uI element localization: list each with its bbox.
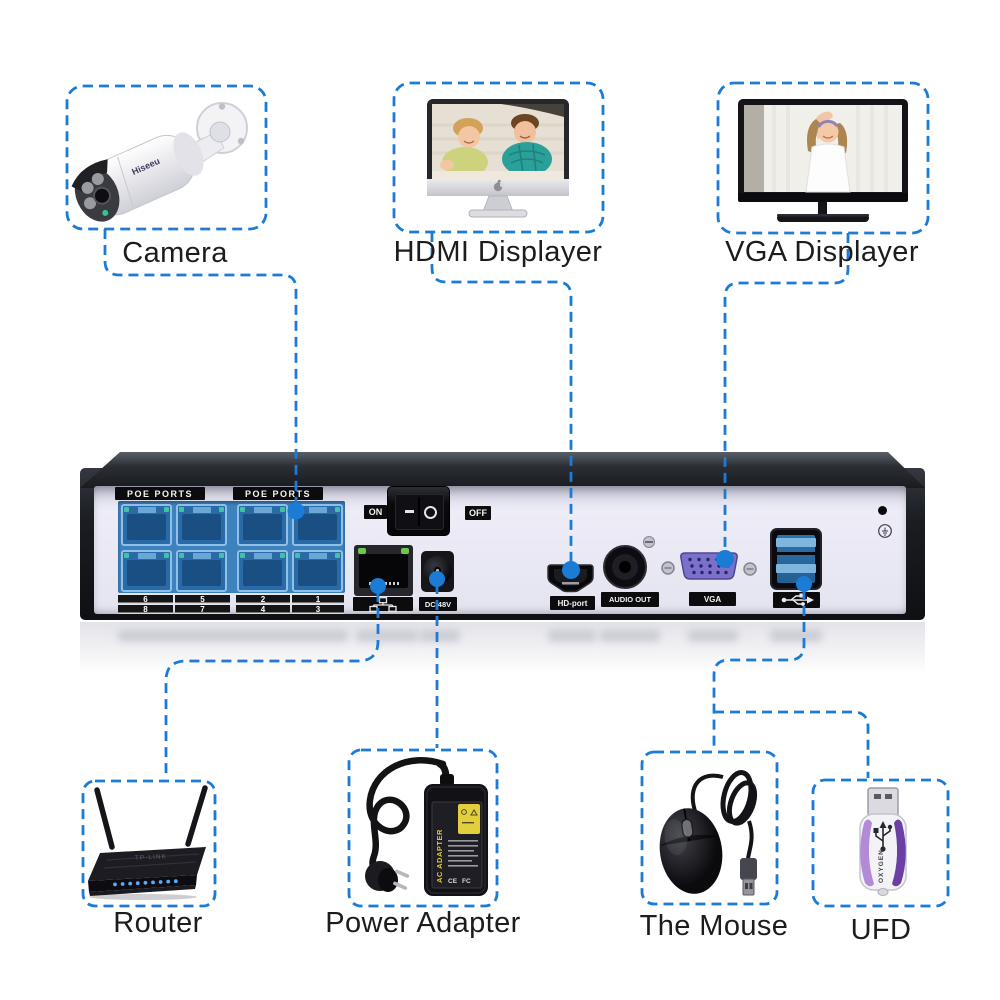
usb-icon xyxy=(781,593,814,606)
camera-label: Camera xyxy=(122,237,228,269)
poe-port-number: 7 xyxy=(175,605,230,614)
nvr-rear-panel: POE PORTS POE PORTS 6 5 2 1 8 7 4 3 ON O… xyxy=(94,486,906,614)
switch-off-label: OFF xyxy=(465,506,491,520)
poe-port xyxy=(176,550,227,592)
hdmi-monitor-illustration xyxy=(427,99,569,218)
vga-display-label: VGA Displayer xyxy=(725,236,919,268)
ethernet-port xyxy=(354,545,413,596)
usb-label xyxy=(773,592,820,608)
camera-body: Hiseeu xyxy=(71,132,204,222)
mouse-body xyxy=(659,808,723,894)
audio-out-label: AUDIO OUT xyxy=(601,592,659,607)
poe-port-number: 3 xyxy=(292,605,344,614)
vga-port xyxy=(661,552,757,580)
poe-port-number: 4 xyxy=(236,605,290,614)
dc-power-label: DC 48V xyxy=(419,597,457,611)
poe-port xyxy=(121,550,172,592)
switch-on-label: ON xyxy=(364,505,387,519)
poe-port xyxy=(237,504,288,546)
ufd-illustration: OXYGEN xyxy=(859,787,907,896)
vga-monitor-neck xyxy=(818,202,827,215)
audio-out-jack xyxy=(603,545,647,589)
mouse-illustration xyxy=(659,770,758,896)
dc-power-jack xyxy=(421,551,454,592)
vga-port-label: VGA xyxy=(689,592,736,606)
poe-port xyxy=(292,504,343,546)
nvr-top-slab xyxy=(80,452,925,488)
ground-screw-icon xyxy=(878,524,892,538)
ufd-brand-text: OXYGEN xyxy=(878,849,885,883)
mouse-cable-coil xyxy=(720,770,758,826)
poe-port-number: 5 xyxy=(175,595,230,604)
poe-port xyxy=(176,504,227,546)
lan-icon xyxy=(369,596,397,612)
reset-pinhole xyxy=(878,506,887,515)
hdmi-port-label: HD-port xyxy=(550,596,595,610)
mouse-usb-plug xyxy=(740,858,757,896)
poe-port xyxy=(292,550,343,592)
adapter-side-text: AC ADAPTER xyxy=(435,829,444,883)
poe-port-number: 2 xyxy=(236,595,290,604)
power-switch xyxy=(387,486,450,536)
router-antenna-left xyxy=(94,787,115,850)
poe-port-block xyxy=(118,501,345,593)
table-reflection xyxy=(80,622,925,692)
poe-port-number: 8 xyxy=(118,605,173,614)
poe-port xyxy=(121,504,172,546)
ufd-label: UFD xyxy=(850,914,912,946)
poe-port-number: 6 xyxy=(118,595,173,604)
adapter-ce-mark: CE xyxy=(448,878,458,885)
adapter-fc-mark: FC xyxy=(462,878,471,885)
hdmi-display-label: HDMI Displayer xyxy=(393,236,603,268)
panel-screw xyxy=(643,536,655,548)
power-adapter-label: Power Adapter xyxy=(325,907,521,939)
poe-port-number: 1 xyxy=(292,595,344,604)
vga-monitor-illustration xyxy=(738,99,908,222)
router-label: Router xyxy=(113,907,203,939)
poe-group-label-1: POE PORTS xyxy=(115,487,205,500)
poe-port xyxy=(237,550,288,592)
power-adapter-illustration: AC ADAPTER CE FC xyxy=(365,757,488,896)
ufd-connector xyxy=(867,787,899,817)
power-plug xyxy=(365,861,410,892)
ethernet-label xyxy=(353,596,413,612)
router-illustration: TP-LINK xyxy=(88,785,208,900)
router-antenna-right xyxy=(185,785,208,847)
camera-illustration: Hiseeu xyxy=(71,102,248,222)
poe-group-label-2: POE PORTS xyxy=(233,487,323,500)
mouse-label: The Mouse xyxy=(639,910,789,942)
usb-ports xyxy=(770,528,822,590)
adapter-warning-sticker xyxy=(458,804,480,834)
hdmi-port xyxy=(547,564,594,593)
